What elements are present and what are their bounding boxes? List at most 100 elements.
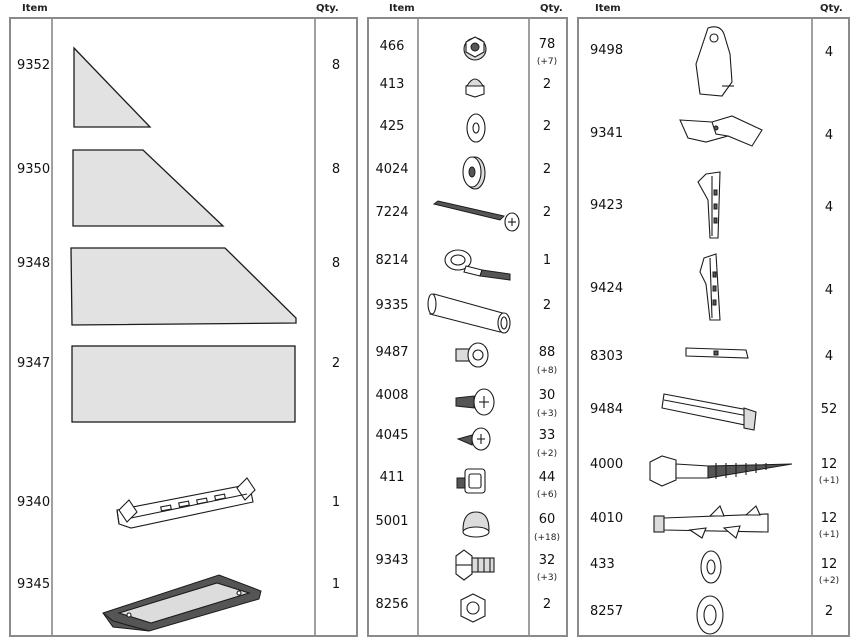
part-number: 7224	[375, 205, 409, 220]
square-head-bolt-icon	[456, 468, 486, 494]
part-quantity: 2	[542, 597, 552, 612]
right-qty-header: Qty.	[820, 3, 843, 14]
part-quantity: 2	[331, 356, 341, 371]
part-number: 411	[379, 470, 405, 485]
flange-nut-icon	[463, 36, 487, 61]
part-number: 466	[379, 39, 405, 54]
part-number: 4045	[375, 428, 409, 443]
part-number: 8257	[590, 604, 624, 619]
wall-anchor-icon	[653, 505, 769, 539]
rectangular-panel-icon	[71, 345, 296, 423]
hex-bolt-icon	[455, 549, 495, 581]
small-washer-icon	[700, 550, 722, 584]
part-number: 425	[379, 119, 405, 134]
spare-quantity: (+18)	[533, 533, 560, 543]
lag-screw-icon	[649, 455, 793, 487]
mid-qty-header: Qty.	[540, 3, 563, 14]
part-quantity: 30	[538, 388, 556, 403]
part-quantity: 4	[824, 45, 834, 60]
spare-quantity: (+3)	[536, 409, 558, 419]
part-quantity: 2	[542, 162, 552, 177]
spare-quantity: (+8)	[536, 366, 558, 376]
angle-bracket-right-icon	[699, 253, 721, 321]
left-item-header: Item	[22, 3, 48, 14]
angled-bracket-icon	[679, 115, 763, 147]
part-number: 413	[379, 77, 405, 92]
part-quantity: 1	[331, 495, 341, 510]
right-item-header: Item	[595, 3, 621, 14]
small-screw-icon	[456, 427, 491, 451]
flat-strip-icon	[685, 347, 749, 359]
part-quantity: 32	[538, 553, 556, 568]
mid-item-divider	[417, 19, 419, 635]
cap-nut-icon	[465, 78, 485, 98]
part-quantity: 4	[824, 349, 834, 364]
part-number: 4000	[590, 457, 624, 472]
part-number: 9350	[17, 162, 51, 177]
corner-plate-icon	[695, 26, 734, 97]
part-quantity: 2	[542, 298, 552, 313]
part-quantity: 2	[542, 119, 552, 134]
part-quantity: 4	[824, 200, 834, 215]
part-quantity: 52	[820, 402, 838, 417]
part-number: 8303	[590, 349, 624, 364]
part-number: 433	[590, 557, 615, 572]
long-bolt-icon	[432, 200, 520, 232]
part-number: 9345	[17, 577, 51, 592]
washer-icon	[466, 113, 486, 143]
spare-quantity: (+2)	[818, 576, 840, 586]
part-quantity: 1	[542, 253, 552, 268]
spare-quantity: (+2)	[536, 449, 558, 459]
part-quantity: 60	[538, 512, 556, 527]
part-quantity: 12	[820, 557, 838, 572]
mid-qty-divider	[528, 19, 530, 635]
part-quantity: 4	[824, 283, 834, 298]
part-number: 9498	[590, 43, 624, 58]
part-number: 5001	[375, 514, 409, 529]
spare-quantity: (+7)	[536, 57, 558, 67]
part-quantity: 2	[542, 205, 552, 220]
part-number: 4008	[375, 388, 409, 403]
spare-quantity: (+1)	[818, 476, 840, 486]
part-number: 9347	[17, 356, 51, 371]
part-number: 9335	[375, 298, 409, 313]
left-qty-header: Qty.	[316, 3, 339, 14]
part-number: 4010	[590, 511, 624, 526]
angle-bracket-left-icon	[697, 171, 721, 239]
spare-quantity: (+1)	[818, 530, 840, 540]
part-number: 8214	[375, 253, 409, 268]
part-quantity: 8	[331, 58, 341, 73]
part-number: 9423	[590, 198, 624, 213]
bolt-cap-icon	[462, 511, 490, 538]
part-quantity: 88	[538, 345, 556, 360]
thick-washer-icon	[462, 156, 486, 190]
part-quantity: 2	[542, 77, 552, 92]
part-number: 9424	[590, 281, 624, 296]
right-qty-divider	[811, 19, 813, 635]
part-quantity: 12	[820, 457, 838, 472]
part-number: 9341	[590, 126, 624, 141]
mid-item-header: Item	[389, 3, 415, 14]
spare-quantity: (+6)	[536, 490, 558, 500]
left-qty-divider	[314, 19, 316, 635]
hex-bolt-short-icon	[455, 342, 489, 368]
large-washer-icon	[696, 595, 724, 635]
hex-nut-icon	[460, 593, 486, 623]
part-number: 9484	[590, 402, 624, 417]
part-quantity: 8	[331, 162, 341, 177]
part-quantity: 78	[538, 37, 556, 52]
left-item-divider	[51, 19, 53, 635]
part-number: 9348	[17, 256, 51, 271]
part-number: 9487	[375, 345, 409, 360]
metal-bracket-frame-icon	[116, 477, 256, 529]
part-number: 9343	[375, 553, 409, 568]
right-parts-panel	[577, 17, 850, 637]
part-quantity: 4	[824, 128, 834, 143]
left-parts-panel: 9352 8 9350 8 9348 8 9347 2 9340 1 9345 …	[9, 17, 358, 637]
part-number: 4024	[375, 162, 409, 177]
part-number: 9340	[17, 495, 51, 510]
self-drilling-screw-icon	[455, 388, 495, 416]
part-quantity: 44	[538, 470, 556, 485]
part-quantity: 8	[331, 256, 341, 271]
base-tray-icon	[102, 574, 262, 632]
